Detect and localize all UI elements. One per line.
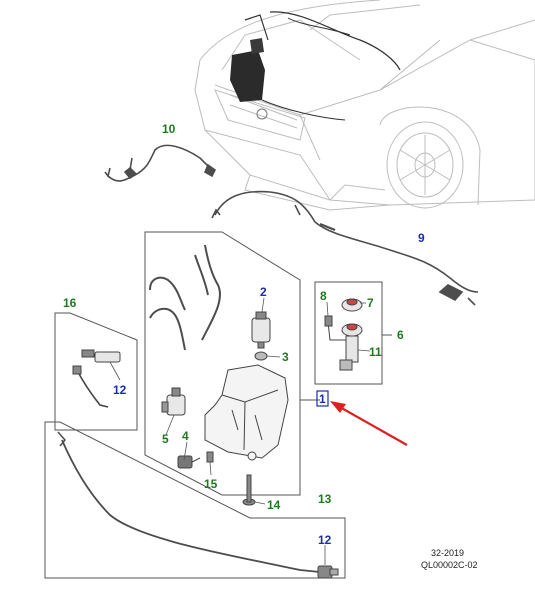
diagram-date: 32-2019 [431, 548, 464, 558]
pump-5-graphic [161, 387, 186, 416]
callout-6[interactable]: 6 [397, 328, 404, 342]
callout-3[interactable]: 3 [282, 350, 289, 364]
nozzle-group-frame [314, 281, 392, 385]
callout-14[interactable]: 14 [267, 498, 281, 512]
callout-5[interactable]: 5 [162, 432, 169, 446]
callout-15[interactable]: 15 [204, 477, 218, 491]
jet-16-graphic [72, 349, 121, 408]
washer-reservoir-graphic [204, 364, 289, 461]
fastener-15-graphic [206, 451, 214, 463]
callout-12b[interactable]: 12 [318, 533, 332, 547]
callout-1[interactable]: 1 [319, 392, 326, 406]
callout-16[interactable]: 16 [63, 296, 77, 310]
grommet-3-graphic [254, 351, 268, 361]
hose-9-graphic [211, 190, 479, 306]
callout-13[interactable]: 13 [318, 492, 332, 506]
connector-12b-graphic [317, 565, 339, 579]
engine-bay-components [230, 11, 401, 121]
reservoir-hoses [149, 244, 221, 351]
callout-1-selection-box [316, 390, 329, 407]
callout-7[interactable]: 7 [367, 296, 374, 310]
callout-8[interactable]: 8 [320, 289, 327, 303]
leader-lines [165, 297, 281, 505]
sensor-4-graphic [177, 455, 201, 469]
nozzle-6-graphic [324, 298, 363, 371]
leader-12a [109, 361, 121, 381]
jet-group-frame [54, 312, 138, 431]
pump-2-graphic [251, 311, 271, 349]
vehicle-outline [194, 0, 535, 211]
hose-10-graphic [104, 144, 217, 182]
red-pointer-arrow [330, 401, 408, 446]
callout-9[interactable]: 9 [418, 231, 425, 245]
callout-12a[interactable]: 12 [113, 383, 127, 397]
reservoir-group-frame [144, 231, 320, 496]
callout-10[interactable]: 10 [162, 122, 176, 136]
callout-2[interactable]: 2 [260, 285, 267, 299]
bolt-14-graphic [242, 474, 256, 506]
callout-11[interactable]: 11 [369, 345, 382, 359]
group-6-leaders [326, 301, 371, 352]
callout-4[interactable]: 4 [182, 429, 189, 443]
diagram-code: QL00002C-02 [421, 560, 478, 570]
hose-13-frame [44, 421, 346, 579]
